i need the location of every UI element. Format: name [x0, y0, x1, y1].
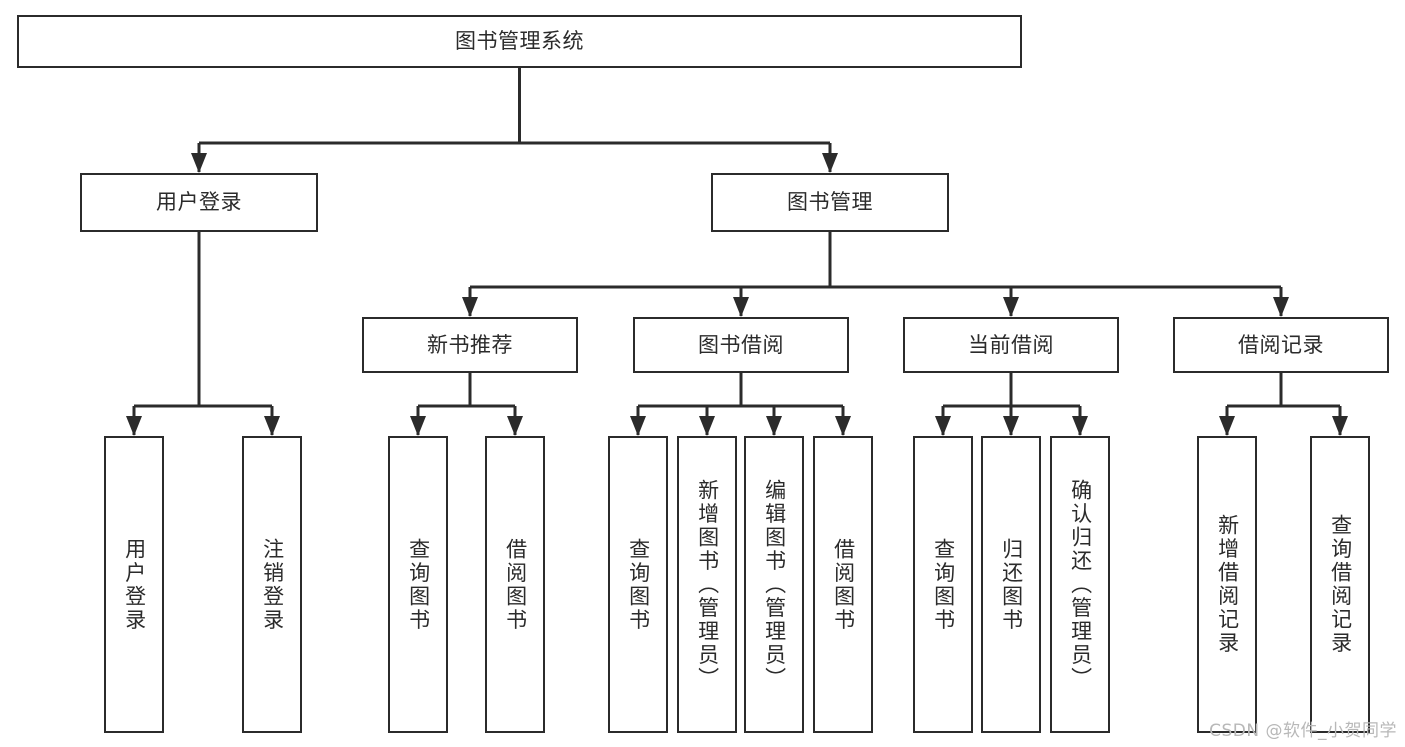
- node-leaf-1[interactable]: 用户登录: [104, 436, 164, 733]
- node-borrow[interactable]: 图书借阅: [633, 317, 849, 373]
- node-label: 查询借阅记录: [1328, 514, 1353, 655]
- node-label: 借阅图书: [503, 537, 528, 632]
- node-leaf-5[interactable]: 查询图书: [608, 436, 668, 733]
- node-leaf-8[interactable]: 借阅图书: [813, 436, 873, 733]
- node-login[interactable]: 用户登录: [80, 173, 318, 232]
- node-leaf-11[interactable]: 确认归还（管理员）: [1050, 436, 1110, 733]
- node-leaf-9[interactable]: 查询图书: [913, 436, 973, 733]
- node-bookmgmt[interactable]: 图书管理: [711, 173, 949, 232]
- node-leaf-10[interactable]: 归还图书: [981, 436, 1041, 733]
- node-leaf-3[interactable]: 查询图书: [388, 436, 448, 733]
- node-label: 新书推荐: [427, 332, 513, 357]
- node-newbook[interactable]: 新书推荐: [362, 317, 578, 373]
- node-leaf-4[interactable]: 借阅图书: [485, 436, 545, 733]
- node-label: 新增图书（管理员）: [695, 478, 720, 691]
- node-label: 编辑图书（管理员）: [762, 478, 787, 691]
- node-label: 借阅记录: [1238, 332, 1324, 357]
- node-label: 图书管理: [787, 190, 873, 215]
- node-label: 当前借阅: [968, 332, 1054, 357]
- node-leaf-2[interactable]: 注销登录: [242, 436, 302, 733]
- node-current[interactable]: 当前借阅: [903, 317, 1119, 373]
- node-label: 借阅图书: [831, 537, 856, 632]
- node-leaf-12[interactable]: 新增借阅记录: [1197, 436, 1257, 733]
- node-label: 新增借阅记录: [1215, 514, 1240, 655]
- node-label: 图书借阅: [698, 332, 784, 357]
- node-leaf-13[interactable]: 查询借阅记录: [1310, 436, 1370, 733]
- node-label: 确认归还（管理员）: [1068, 478, 1093, 691]
- node-label: 注销登录: [260, 537, 285, 632]
- node-leaf-7[interactable]: 编辑图书（管理员）: [744, 436, 804, 733]
- node-label: 查询图书: [406, 537, 431, 632]
- node-records[interactable]: 借阅记录: [1173, 317, 1389, 373]
- node-root[interactable]: 图书管理系统: [17, 15, 1022, 68]
- node-label: 用户登录: [122, 537, 147, 632]
- node-label: 归还图书: [999, 537, 1024, 632]
- csdn-watermark: CSDN @软件_小贺同学: [1209, 721, 1397, 741]
- node-label: 图书管理系统: [455, 29, 584, 54]
- node-label: 用户登录: [156, 190, 242, 215]
- node-label: 查询图书: [626, 537, 651, 632]
- node-label: 查询图书: [931, 537, 956, 632]
- node-leaf-6[interactable]: 新增图书（管理员）: [677, 436, 737, 733]
